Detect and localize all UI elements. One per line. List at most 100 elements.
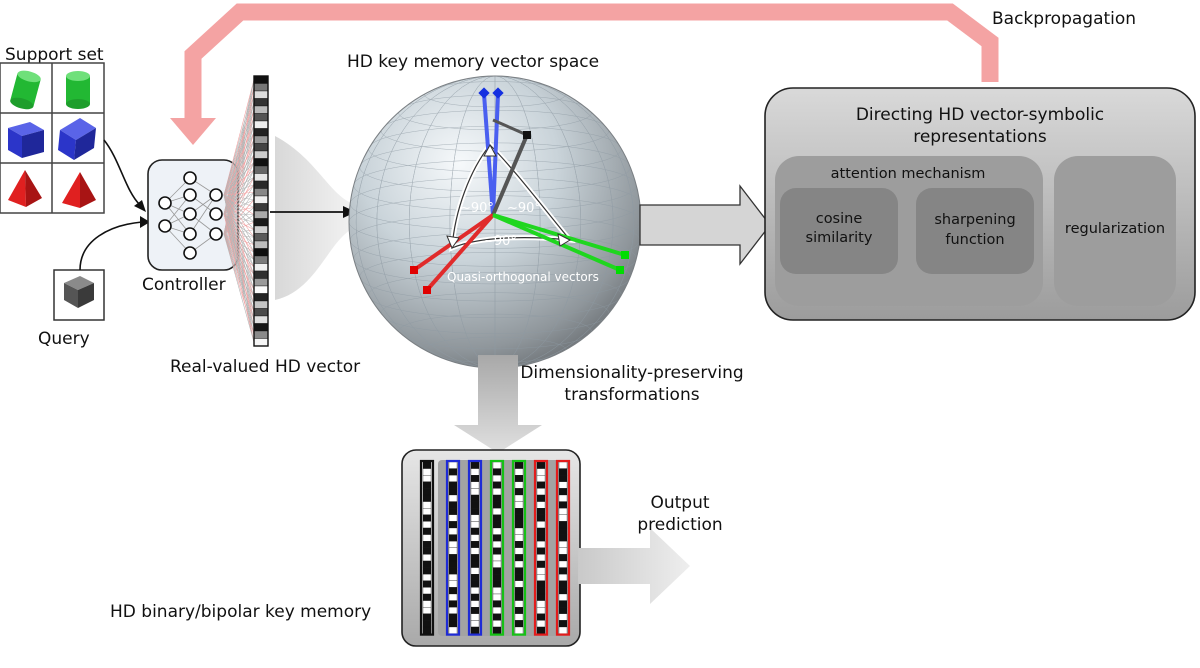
output-label-line1: Output	[650, 493, 709, 513]
memory-bit	[470, 587, 480, 595]
memory-bit	[536, 461, 546, 469]
hd-vector-cell	[253, 165, 269, 174]
directing-panel	[764, 87, 1196, 321]
memory-bit	[558, 560, 568, 568]
memory-bit	[536, 613, 546, 621]
memory-bit	[448, 527, 458, 535]
blue-cube-icon	[8, 122, 44, 158]
memory-bit	[558, 534, 568, 542]
memory-bit	[448, 587, 458, 595]
memory-bit	[470, 494, 480, 502]
hd-vector-cell	[253, 255, 269, 264]
memory-bit	[492, 620, 502, 628]
hd-vector-cell	[253, 180, 269, 189]
hd-vector-cell	[253, 285, 269, 294]
memory-bit	[536, 607, 546, 614]
memory-bit	[470, 508, 480, 515]
memory-bit	[492, 567, 502, 575]
memory-bit	[470, 574, 480, 581]
regularization-label: regularization	[1065, 221, 1165, 237]
memory-bit	[448, 475, 458, 482]
memory-bit	[492, 574, 502, 581]
hd-vector-cell	[253, 173, 269, 182]
memory-bit	[558, 521, 568, 529]
memory-bit	[514, 527, 524, 535]
memory-bit	[514, 613, 524, 621]
memory-bit	[448, 494, 458, 502]
memory-bit	[470, 501, 480, 509]
sharpening-label-line1: sharpening	[934, 212, 1015, 228]
memory-bit	[558, 607, 568, 614]
memory-bit	[492, 488, 502, 496]
memory-bit	[536, 514, 546, 522]
quasi-orthogonal-vectors	[410, 87, 629, 294]
memory-bit	[448, 626, 458, 634]
memory-bit	[558, 481, 568, 489]
memory-bit	[448, 560, 458, 568]
hd-vector-cell	[253, 330, 269, 339]
memory-bit	[558, 501, 568, 509]
memory-bit	[514, 600, 524, 608]
support-to-controller-arrow	[103, 139, 141, 206]
memory-bit	[536, 580, 546, 588]
memory-bit	[492, 534, 502, 542]
hd-vector-cell	[253, 135, 269, 144]
hd-vector-cell	[253, 90, 269, 99]
memory-bit	[492, 580, 502, 588]
green-cylinder-icon	[10, 70, 41, 110]
controller-label: Controller	[142, 275, 226, 295]
memory-bit	[448, 468, 458, 476]
memory-column	[533, 459, 549, 636]
memory-bit	[558, 475, 568, 482]
memory-bit	[422, 501, 432, 509]
hd-vector-cell	[253, 210, 269, 219]
memory-bit	[470, 521, 480, 529]
memory-bit	[558, 593, 568, 601]
memory-bit	[422, 521, 432, 529]
red-pyramid-icon	[62, 172, 96, 208]
memory-bit	[470, 481, 480, 489]
output-label-line2: prediction	[637, 515, 722, 535]
binary-memory-label: HD binary/bipolar key memory	[110, 602, 371, 622]
hd-vector-cell	[253, 225, 269, 234]
memory-bit	[422, 494, 432, 502]
memory-bit	[470, 560, 480, 568]
memory-bit	[536, 508, 546, 515]
controller-to-vector-connections	[223, 79, 255, 343]
memory-bit	[470, 620, 480, 628]
memory-bit	[470, 461, 480, 469]
memory-bit	[422, 607, 432, 614]
hd-vector-cell	[253, 75, 269, 84]
memory-bit	[492, 600, 502, 608]
key-space-title: HD key memory vector space	[347, 52, 599, 72]
memory-column	[555, 459, 571, 636]
memory-bit	[448, 461, 458, 469]
memory-bit	[536, 488, 546, 496]
memory-bit	[492, 521, 502, 529]
memory-bit	[558, 600, 568, 608]
memory-column	[419, 459, 435, 636]
memory-bit	[448, 620, 458, 628]
memory-bit	[536, 587, 546, 595]
memory-bit	[492, 613, 502, 621]
support-set-grid	[0, 62, 105, 214]
query-box	[53, 269, 105, 321]
memory-bit	[558, 461, 568, 469]
memory-bit	[514, 481, 524, 489]
memory-bit	[448, 534, 458, 542]
memory-bit	[514, 574, 524, 581]
memory-bit	[558, 527, 568, 535]
memory-bit	[536, 494, 546, 502]
memory-bit	[536, 541, 546, 548]
memory-bit	[514, 494, 524, 502]
memory-bit	[422, 475, 432, 482]
hd-vector-cell	[253, 218, 269, 227]
memory-bit	[514, 554, 524, 562]
memory-bit	[492, 508, 502, 515]
memory-bit	[492, 475, 502, 482]
memory-bit	[492, 626, 502, 634]
memory-bit	[422, 574, 432, 581]
memory-bit	[470, 475, 480, 482]
memory-bit	[448, 554, 458, 562]
